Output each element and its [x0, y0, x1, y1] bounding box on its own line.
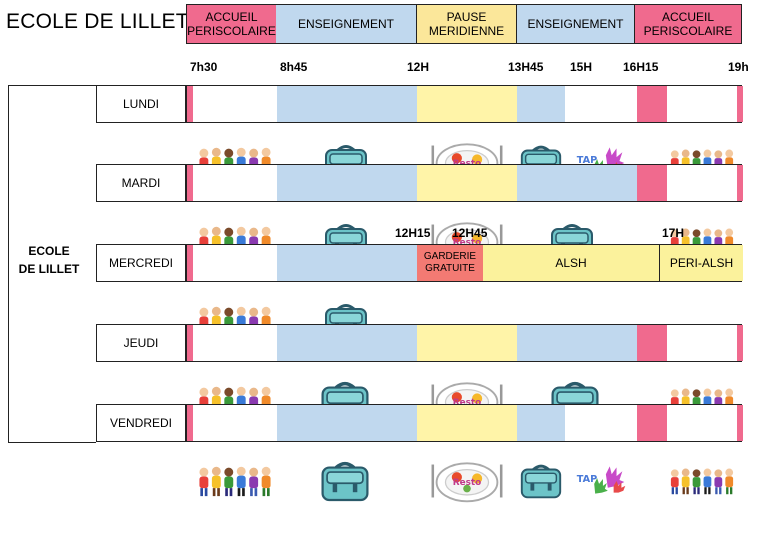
- schedule-row-lundi: [186, 85, 743, 123]
- day-label-lundi: LUNDI: [96, 85, 186, 123]
- time-label: 17H: [662, 226, 685, 240]
- children-group-icon: [667, 166, 737, 316]
- schoolbag-icon: [317, 406, 373, 556]
- time-label: 7h30: [190, 60, 218, 74]
- time-label: 19h: [728, 60, 749, 74]
- meal-plate-icon: [429, 406, 505, 556]
- children-group-icon: [667, 406, 737, 556]
- children-group-icon: [195, 406, 275, 556]
- time-label: 12H: [407, 60, 430, 74]
- day-label-vendredi: VENDREDI: [96, 404, 186, 442]
- peri-alsh-block: PERI-ALSH: [659, 245, 743, 281]
- header-enseignement-morning: ENSEIGNEMENT: [276, 4, 417, 44]
- school-label: ECOLE DE LILLET: [18, 244, 80, 276]
- time-label: 8h45: [280, 60, 308, 74]
- time-label: 12H45: [452, 226, 488, 240]
- day-label-mardi: MARDI: [96, 164, 186, 202]
- meal-plate-icon: [429, 166, 505, 316]
- alsh-block: ALSH: [483, 245, 659, 281]
- header-pause-meridienne: PAUSE MERIDIENNE: [417, 4, 517, 44]
- schedule-row-mercredi: GARDERIE GRATUITE ALSH PERI-ALSH: [186, 244, 743, 282]
- day-label-mercredi: MERCREDI: [96, 244, 186, 282]
- time-label: 13H45: [508, 60, 544, 74]
- header-accueil-periscolaire-evening: ACCUEIL PERISCOLAIRE: [635, 4, 742, 44]
- time-label: 16H15: [623, 60, 659, 74]
- tap-handprint-icon: [567, 406, 635, 556]
- school-bracket: [8, 85, 96, 443]
- schedule-row-mardi: [186, 164, 743, 202]
- schedule-row-vendredi: [186, 404, 743, 442]
- schoolbag-icon: [547, 166, 597, 316]
- schedule-row-jeudi: [186, 324, 743, 362]
- time-label: 15H: [570, 60, 593, 74]
- header-enseignement-afternoon: ENSEIGNEMENT: [517, 4, 635, 44]
- page-title: ECOLE DE LILLET: [6, 10, 189, 33]
- garderie-gratuite-block: GARDERIE GRATUITE: [417, 245, 483, 281]
- time-label: 12H15: [395, 226, 431, 240]
- header-accueil-periscolaire-morning: ACCUEIL PERISCOLAIRE: [186, 4, 277, 44]
- schoolbag-icon: [517, 406, 565, 556]
- day-label-jeudi: JEUDI: [96, 324, 186, 362]
